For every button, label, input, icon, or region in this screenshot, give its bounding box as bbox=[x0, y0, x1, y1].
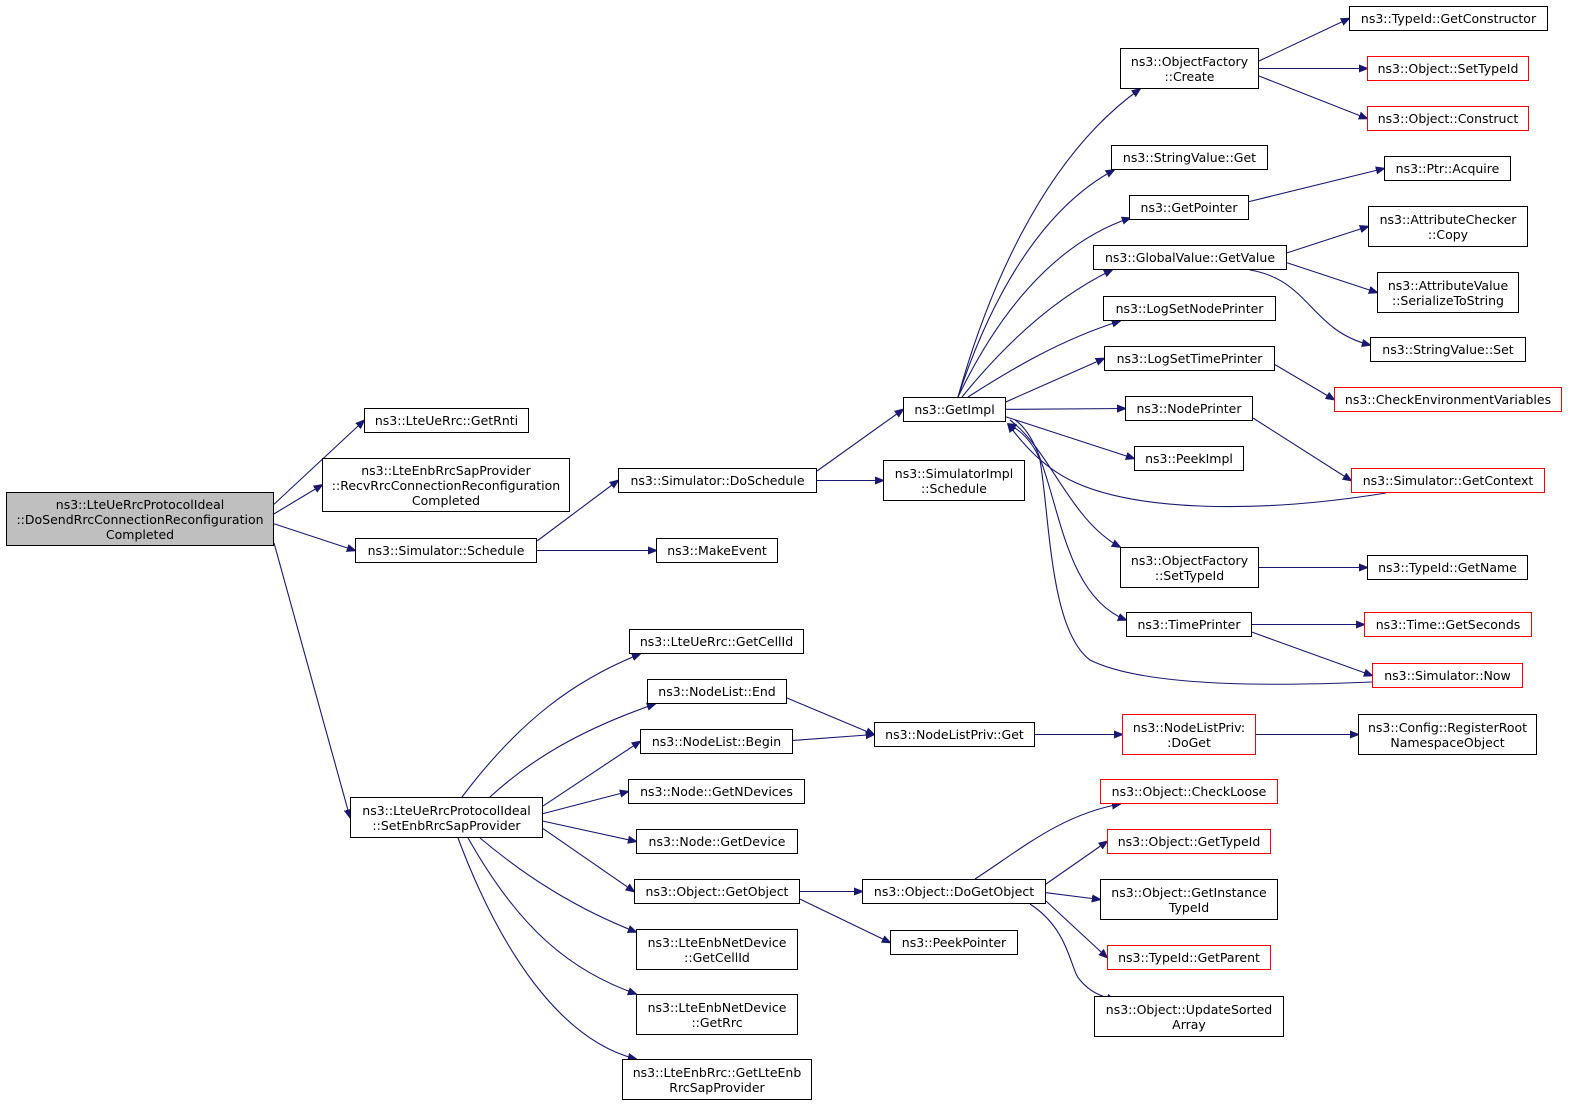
node-getcellid[interactable]: ns3::LteUeRrc::GetCellId bbox=[629, 629, 804, 654]
node-typeidgetparent[interactable]: ns3::TypeId::GetParent bbox=[1107, 945, 1271, 970]
node-getndevices[interactable]: ns3::Node::GetNDevices bbox=[628, 779, 805, 804]
node-setenb[interactable]: ns3::LteUeRrcProtocolIdeal ::SetEnbRrcSa… bbox=[350, 797, 543, 838]
edge-getimpl-to-peekimpl bbox=[1005, 416, 1134, 459]
edge-setenb-to-enbnetcellid bbox=[479, 837, 636, 932]
node-nodelistprivget[interactable]: ns3::NodeListPriv::Get bbox=[874, 722, 1035, 747]
node-attrcheckercopy[interactable]: ns3::AttributeChecker ::Copy bbox=[1368, 206, 1528, 247]
node-enbnetcellid[interactable]: ns3::LteEnbNetDevice ::GetCellId bbox=[636, 929, 798, 970]
node-typeidgetname[interactable]: ns3::TypeId::GetName bbox=[1367, 555, 1528, 580]
node-ptracquire[interactable]: ns3::Ptr::Acquire bbox=[1384, 156, 1511, 181]
edge-dogetobject-to-checkloose bbox=[974, 804, 1120, 880]
edge-simnow-to-getimpl bbox=[1008, 424, 1373, 685]
node-getobject[interactable]: ns3::Object::GetObject bbox=[634, 879, 800, 904]
node-root: ns3::LteUeRrcProtocolIdeal ::DoSendRrcCo… bbox=[6, 492, 274, 546]
edge-setenb-to-getndevices bbox=[542, 792, 628, 815]
edge-getimpl-to-timeprinter bbox=[1014, 419, 1126, 620]
edge-getpointer-to-ptracquire bbox=[1248, 169, 1384, 203]
edge-nodelistbegin-to-nodelistprivget bbox=[792, 735, 874, 741]
node-getimpl[interactable]: ns3::GetImpl bbox=[903, 397, 1006, 422]
edge-timeprinter-to-simnow bbox=[1251, 631, 1372, 675]
edge-nodelistend-to-nodelistprivget bbox=[786, 697, 874, 735]
node-stringvalueset[interactable]: ns3::StringValue::Set bbox=[1370, 337, 1526, 362]
node-peekimpl[interactable]: ns3::PeekImpl bbox=[1134, 446, 1244, 471]
edge-dogetobject-to-updatesorted bbox=[1029, 903, 1115, 1000]
node-checkloose[interactable]: ns3::Object::CheckLoose bbox=[1100, 779, 1278, 804]
node-doschedule[interactable]: ns3::Simulator::DoSchedule bbox=[618, 468, 817, 493]
edge-doschedule-to-getimpl bbox=[816, 410, 903, 472]
edge-getimpl-to-ofsettypeid bbox=[1009, 419, 1120, 547]
node-timeprinter[interactable]: ns3::TimePrinter bbox=[1126, 612, 1252, 637]
node-peekpointer[interactable]: ns3::PeekPointer bbox=[890, 930, 1018, 955]
edge-getimpl-to-stringvalueget bbox=[957, 170, 1114, 398]
edge-dogetobject-to-typeidgetparent bbox=[1045, 900, 1107, 958]
edge-setenb-to-nodelistend bbox=[489, 704, 655, 798]
node-ofcreate[interactable]: ns3::ObjectFactory ::Create bbox=[1120, 48, 1259, 89]
node-nodelistprivdoget[interactable]: ns3::NodeListPriv: :DoGet bbox=[1122, 714, 1256, 755]
edge-getimpl-to-logsettime bbox=[1005, 359, 1104, 403]
edge-dogetobject-to-objgettypeid bbox=[1045, 842, 1107, 885]
edge-root-to-setenb bbox=[273, 542, 350, 818]
node-updatesorted[interactable]: ns3::Object::UpdateSorted Array bbox=[1094, 996, 1284, 1037]
node-getdevice[interactable]: ns3::Node::GetDevice bbox=[636, 829, 798, 854]
node-enbnetrrc[interactable]: ns3::LteEnbNetDevice ::GetRrc bbox=[636, 994, 798, 1035]
node-getcontext[interactable]: ns3::Simulator::GetContext bbox=[1351, 468, 1545, 493]
edge-globalvalue-to-attrcheckercopy bbox=[1286, 227, 1368, 254]
node-simimplschedule[interactable]: ns3::SimulatorImpl ::Schedule bbox=[883, 460, 1025, 501]
node-makeevent[interactable]: ns3::MakeEvent bbox=[656, 538, 778, 563]
edge-getimpl-to-ofcreate bbox=[957, 89, 1140, 398]
node-objsettypeid[interactable]: ns3::Object::SetTypeId bbox=[1367, 56, 1529, 81]
node-simnow[interactable]: ns3::Simulator::Now bbox=[1372, 663, 1523, 688]
edge-globalvalue-to-stringvalueset bbox=[1249, 269, 1370, 345]
node-schedule[interactable]: ns3::Simulator::Schedule bbox=[355, 538, 537, 563]
edge-nodeprinter-to-getcontext bbox=[1252, 417, 1351, 481]
node-objgettypeid[interactable]: ns3::Object::GetTypeId bbox=[1107, 829, 1271, 854]
node-getrnti[interactable]: ns3::LteUeRrc::GetRnti bbox=[364, 408, 529, 433]
edge-globalvalue-to-attrvalueser bbox=[1286, 262, 1377, 293]
edge-schedule-to-doschedule bbox=[536, 481, 618, 542]
node-nodelistend[interactable]: ns3::NodeList::End bbox=[647, 679, 787, 704]
node-getpointer[interactable]: ns3::GetPointer bbox=[1129, 195, 1249, 220]
edge-root-to-schedule bbox=[273, 523, 355, 551]
edge-getimpl-to-getpointer bbox=[957, 218, 1130, 398]
edge-setenb-to-enbrrcgetlte bbox=[457, 837, 636, 1059]
edge-getimpl-to-nodeprinter bbox=[1005, 409, 1125, 410]
edge-getcontext-to-getimpl bbox=[1008, 424, 1387, 508]
edge-ofcreate-to-getconstructor bbox=[1258, 19, 1349, 62]
node-logsettime[interactable]: ns3::LogSetTimePrinter bbox=[1104, 346, 1275, 371]
node-enbrrcgetlte[interactable]: ns3::LteEnbRrc::GetLteEnb RrcSapProvider bbox=[622, 1059, 812, 1100]
node-getinstancetypeid[interactable]: ns3::Object::GetInstance TypeId bbox=[1100, 879, 1278, 920]
edge-setenb-to-getobject bbox=[542, 828, 634, 892]
edge-logsettime-to-checkenv bbox=[1274, 364, 1334, 400]
node-globalvalue[interactable]: ns3::GlobalValue::GetValue bbox=[1093, 245, 1287, 270]
node-checkenv[interactable]: ns3::CheckEnvironmentVariables bbox=[1334, 387, 1562, 412]
node-logsetnode[interactable]: ns3::LogSetNodePrinter bbox=[1103, 296, 1276, 321]
node-ofsettypeid[interactable]: ns3::ObjectFactory ::SetTypeId bbox=[1120, 547, 1259, 588]
node-recvrrc[interactable]: ns3::LteEnbRrcSapProvider ::RecvRrcConne… bbox=[322, 458, 570, 512]
edge-setenb-to-getcellid bbox=[461, 654, 640, 798]
node-objconstruct[interactable]: ns3::Object::Construct bbox=[1367, 106, 1529, 131]
node-getconstructor[interactable]: ns3::TypeId::GetConstructor bbox=[1349, 6, 1548, 31]
node-configregister[interactable]: ns3::Config::RegisterRoot NamespaceObjec… bbox=[1358, 714, 1537, 755]
edge-ofcreate-to-objconstruct bbox=[1258, 75, 1367, 119]
edge-getimpl-to-globalvalue bbox=[961, 270, 1112, 398]
node-attrvalueser[interactable]: ns3::AttributeValue ::SerializeToString bbox=[1377, 272, 1519, 313]
node-timegetseconds[interactable]: ns3::Time::GetSeconds bbox=[1364, 612, 1532, 637]
edge-setenb-to-nodelistbegin bbox=[542, 742, 640, 807]
edge-getimpl-to-logsetnode bbox=[967, 321, 1120, 398]
node-dogetobject[interactable]: ns3::Object::DoGetObject bbox=[862, 879, 1046, 904]
edge-getobject-to-peekpointer bbox=[799, 898, 890, 942]
edge-setenb-to-getdevice bbox=[542, 820, 636, 841]
edge-root-to-recvrrc bbox=[273, 485, 322, 515]
edge-root-to-getrnti bbox=[273, 421, 364, 505]
node-nodeprinter[interactable]: ns3::NodePrinter bbox=[1125, 396, 1253, 421]
edge-setenb-to-enbnetrrc bbox=[467, 837, 636, 994]
edge-dogetobject-to-getinstancetypeid bbox=[1045, 892, 1100, 900]
node-stringvalueget[interactable]: ns3::StringValue::Get bbox=[1111, 145, 1268, 170]
node-nodelistbegin[interactable]: ns3::NodeList::Begin bbox=[640, 729, 793, 754]
